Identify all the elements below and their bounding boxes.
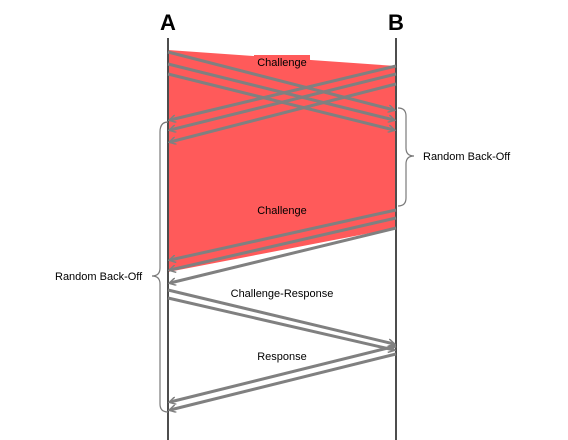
challenge-label: Challenge xyxy=(257,205,307,217)
right-brace-label: Random Back-Off xyxy=(423,151,511,163)
response-label: Response xyxy=(257,351,307,363)
challenge-response-label-bg xyxy=(228,286,336,300)
challenge-arrow-b-to-a xyxy=(170,82,397,142)
challenge-arrow-b-to-a xyxy=(170,216,397,270)
challenge-response-arrow xyxy=(167,288,394,344)
left-brace-label: Random Back-Off xyxy=(55,271,143,283)
challenge-arrow-a-to-b xyxy=(167,50,394,110)
challenge-response-arrow xyxy=(167,296,394,350)
challenge-arrow-b-to-a xyxy=(170,226,397,283)
right-brace xyxy=(397,107,415,207)
node-a-label: A xyxy=(160,10,176,35)
node-b-label: B xyxy=(388,10,404,35)
challenge-label-bg xyxy=(254,55,310,69)
left-brace xyxy=(151,121,169,413)
challenge-arrow-b-to-a xyxy=(170,72,397,130)
response-arrow xyxy=(170,344,397,402)
challenge-response-label: Challenge-Response xyxy=(231,288,334,300)
challenge-label: Challenge xyxy=(257,57,307,69)
challenge-arrow-b-to-a xyxy=(170,64,397,120)
response-arrow xyxy=(170,352,397,410)
response-label-bg xyxy=(256,349,308,363)
challenge-arrow-b-to-a xyxy=(170,208,397,260)
